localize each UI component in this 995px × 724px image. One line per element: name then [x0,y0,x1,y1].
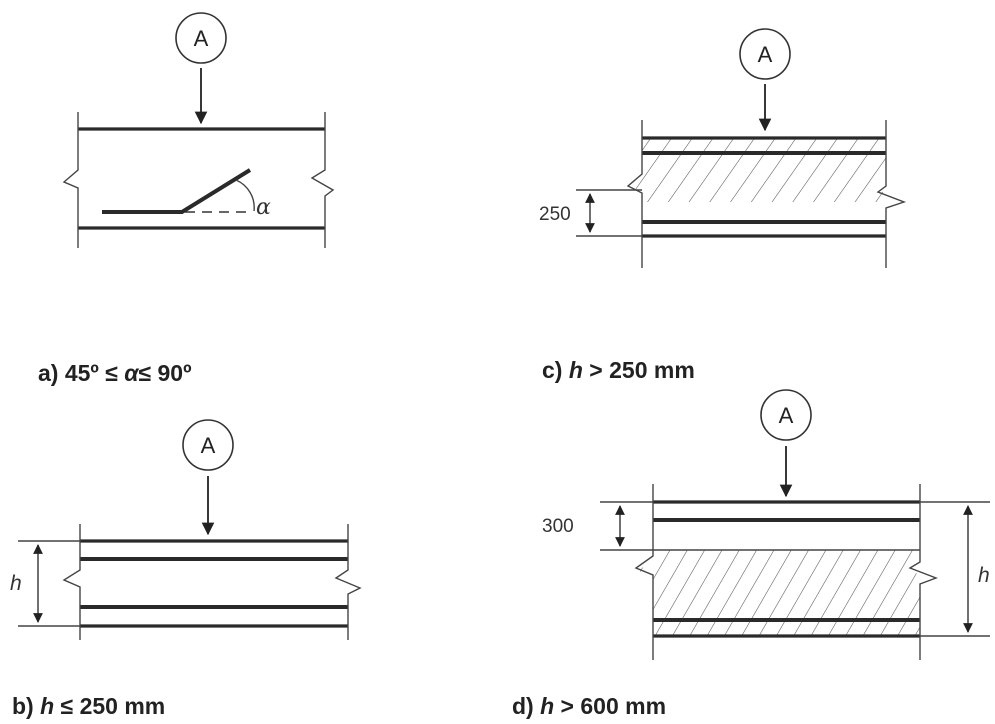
caption-a: a) 45º ≤ α≤ 90º [38,360,192,386]
marker-a-panel-c: A [739,28,791,80]
angle-alpha-label: α [256,195,271,220]
marker-a-label: A [201,433,216,458]
panel-d: A 300 h d) h > 600 mm [512,389,990,719]
panel-c: A 250 c) h > 250 mm [539,28,907,383]
dimension-h-label: h [10,572,22,595]
caption-c: c) h > 250 mm [542,357,695,383]
break-line-right [310,112,335,248]
break-line-right [908,484,938,660]
bent-up-bar [102,168,252,214]
hatched-zone [630,138,892,202]
hatched-zone [638,550,930,636]
dimension-300-label: 300 [542,516,574,537]
break-line-right [876,120,907,268]
caption-d: d) h > 600 mm [512,693,666,719]
marker-a-panel-b: A [182,419,234,471]
caption-b: b) h ≤ 250 mm [12,693,165,719]
marker-a-label: A [194,26,209,51]
angle-arc [235,179,255,212]
break-line-right [334,524,362,640]
dimension-h-label: h [978,564,990,587]
marker-a-label: A [779,403,794,428]
break-line-left [62,112,79,248]
marker-a-panel-a: A [175,12,227,64]
break-line-left [626,120,643,268]
marker-a-label: A [758,42,773,67]
panel-b: A h b) h ≤ 250 mm [10,419,362,719]
break-line-left [62,524,81,640]
break-line-left [634,484,654,660]
marker-a-panel-d: A [760,389,812,441]
dimension-250-label: 250 [539,204,571,225]
panel-a: A α a) 45º ≤ α≤ 90º [38,12,335,386]
